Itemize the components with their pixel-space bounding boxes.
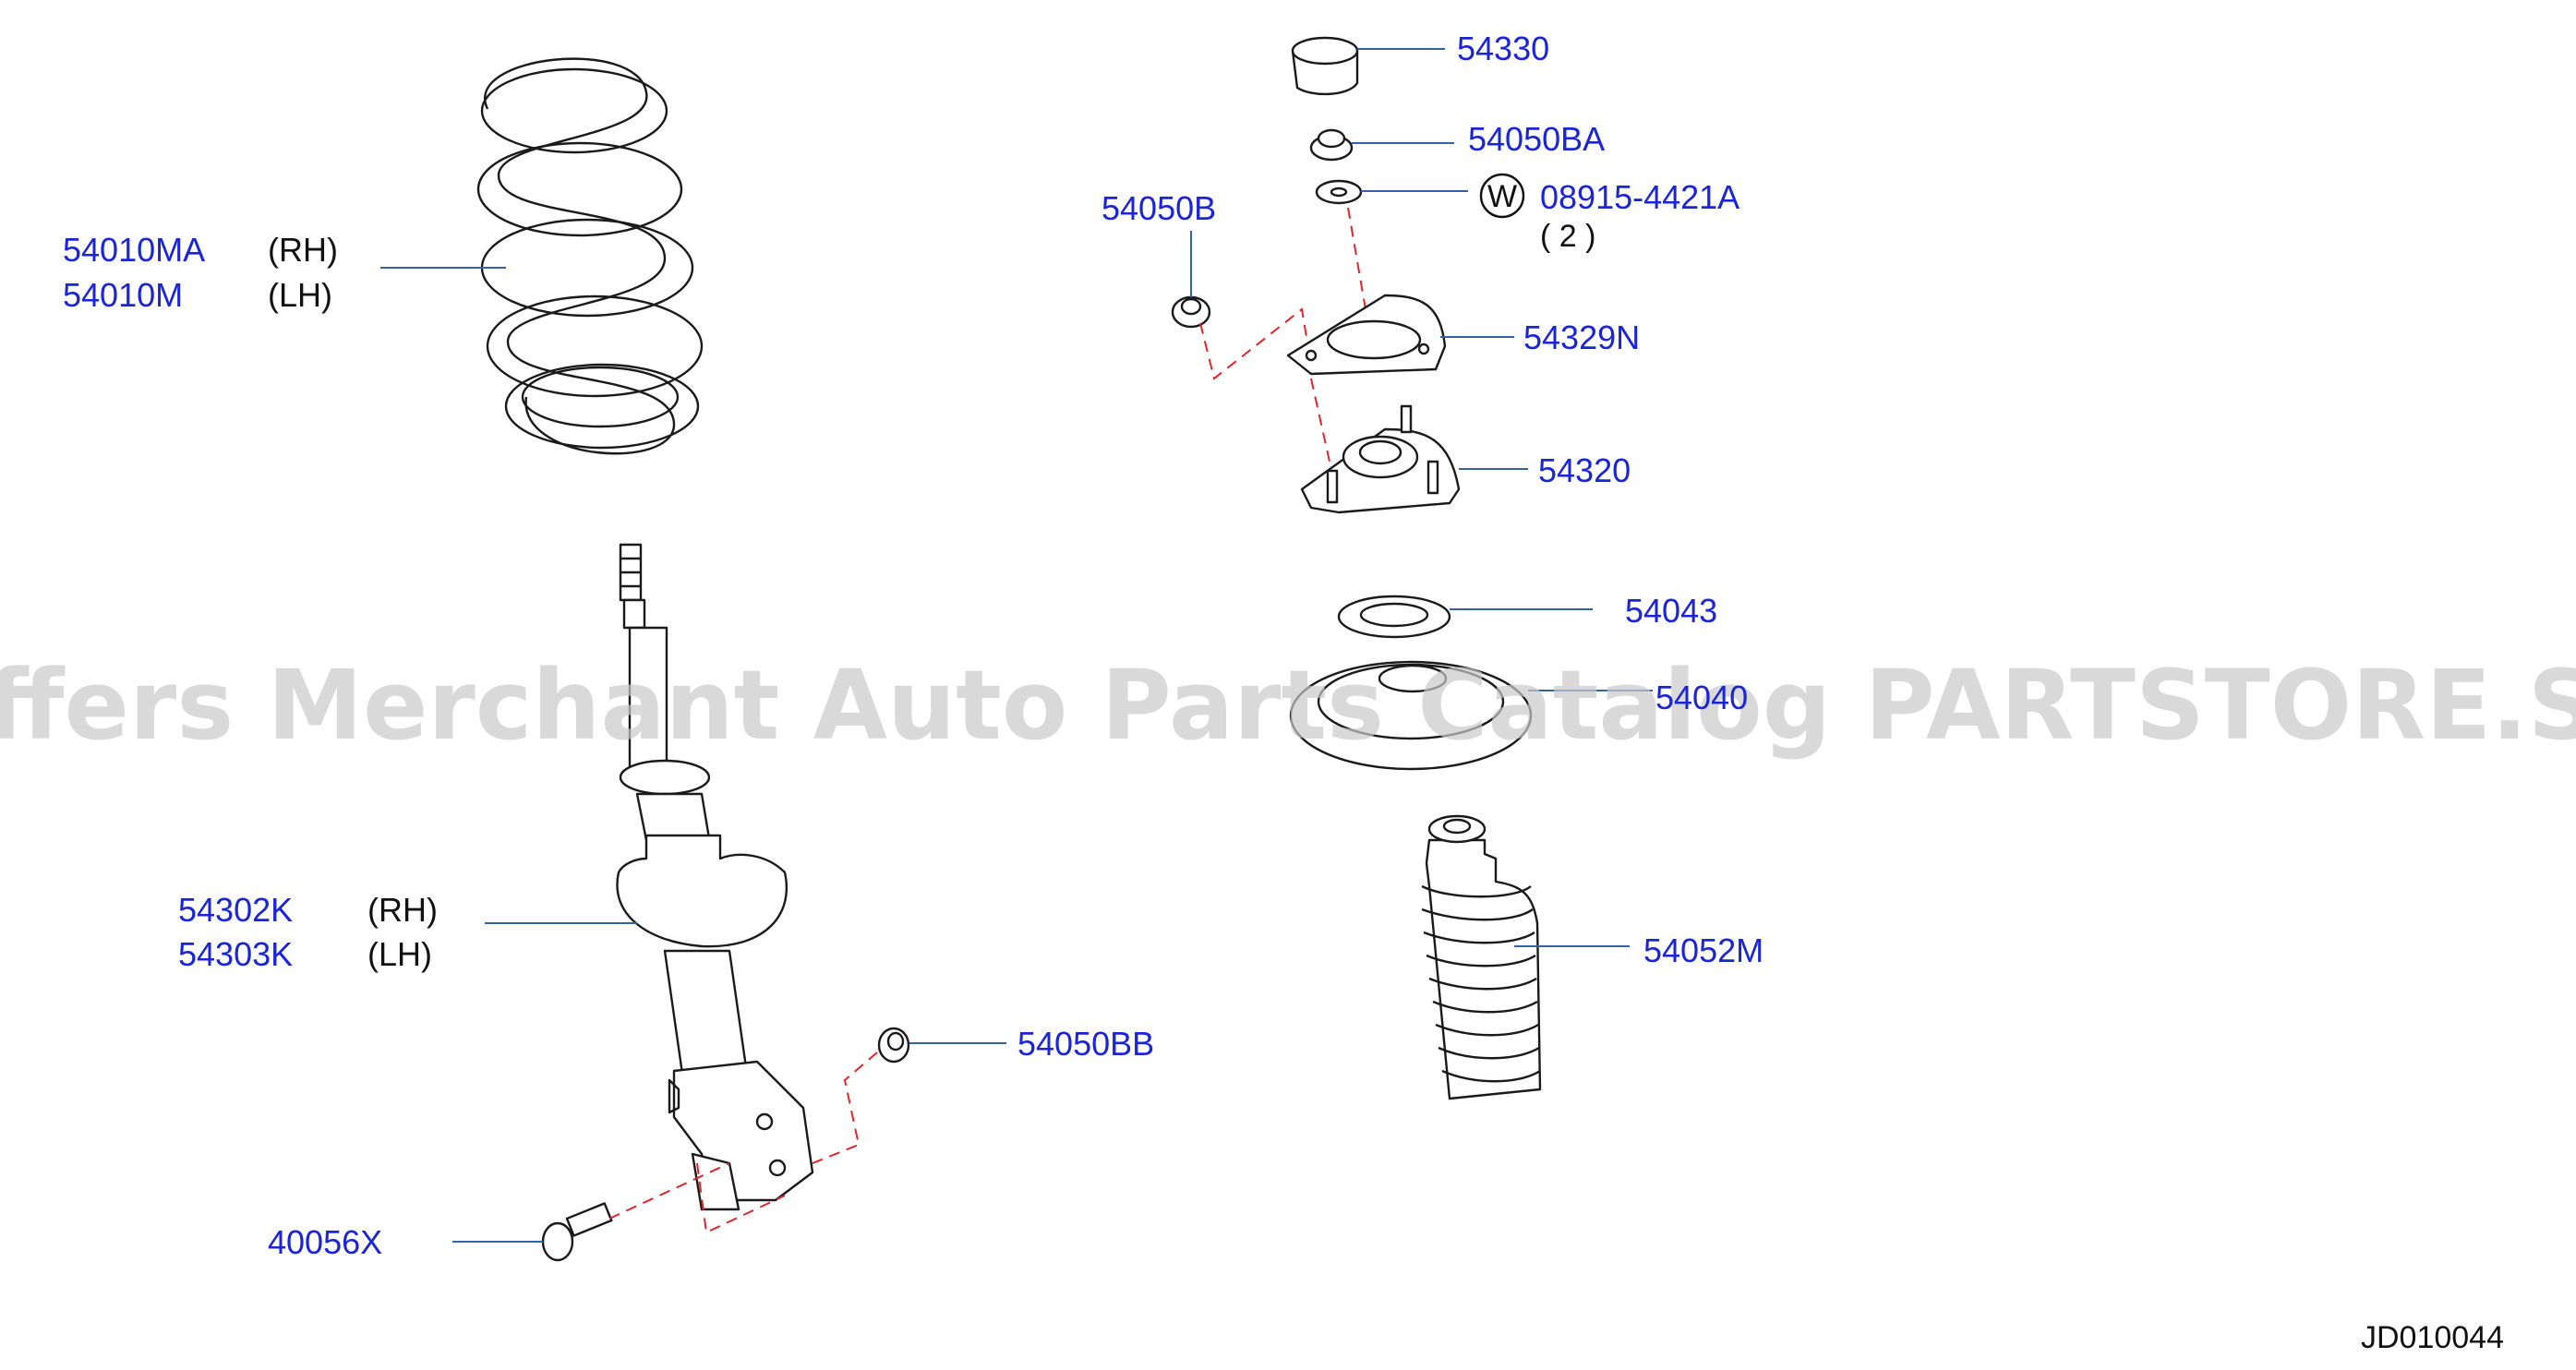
label-54330[interactable]: 54330 [1457,30,1549,67]
washer[interactable] [1315,179,1363,205]
side-rh-strut: (RH) [367,891,438,929]
strut-mount[interactable] [1300,404,1461,514]
label-54050BA[interactable]: 54050BA [1468,120,1605,158]
washer-symbol-letter: W [1487,179,1517,214]
label-54050B[interactable]: 54050B [1101,189,1216,227]
quantity-note: ( 2 ) [1540,219,1595,254]
coil-spring[interactable] [476,57,704,455]
label-54320[interactable]: 54320 [1538,451,1631,489]
spring-seat[interactable] [1289,660,1533,771]
label-54010M[interactable]: 54010M [63,276,183,314]
diagram-code: JD010044 [2361,1320,2504,1355]
flange-bolt[interactable] [541,1202,613,1262]
label-54040[interactable]: 54040 [1655,679,1748,716]
washer-symbol: W [1479,173,1525,219]
nut-54050B[interactable] [1171,295,1211,329]
insulator-plate[interactable] [1286,294,1447,376]
watermark: Offers Merchant Auto Parts Catalog PARTS… [0,649,2576,762]
strut-assembly[interactable] [616,543,814,1211]
bump-boot[interactable] [1421,814,1542,1100]
label-08915-4421A[interactable]: 08915-4421A [1540,178,1739,216]
flange-nut[interactable] [877,1027,910,1064]
label-54329N[interactable]: 54329N [1523,318,1640,356]
label-54302K[interactable]: 54302K [178,891,293,929]
dust-cap[interactable] [1291,36,1359,96]
label-54010MA[interactable]: 54010MA [63,231,205,269]
lock-nut[interactable] [1309,128,1354,162]
bearing[interactable] [1337,595,1451,639]
leader-lines [380,48,1653,1243]
side-lh-spring: (LH) [268,276,332,314]
label-54050BB[interactable]: 54050BB [1017,1025,1154,1063]
label-54043[interactable]: 54043 [1625,592,1717,630]
label-40056X[interactable]: 40056X [268,1223,382,1261]
label-54052M[interactable]: 54052M [1643,931,1763,969]
label-54303K[interactable]: 54303K [178,935,293,973]
side-rh-spring: (RH) [268,231,338,269]
side-lh-strut: (LH) [367,935,432,973]
